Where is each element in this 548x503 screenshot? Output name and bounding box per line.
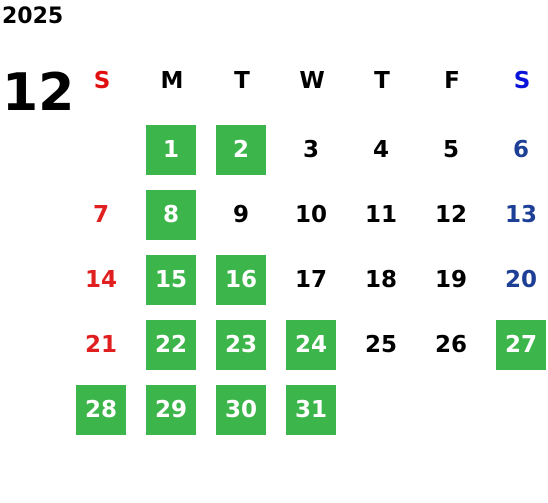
calendar-day[interactable]: 2 (216, 125, 266, 175)
calendar-day[interactable]: 18 (364, 267, 397, 293)
weekday-header: W (299, 68, 325, 94)
calendar-day[interactable]: 12 (434, 202, 467, 228)
weekday-header: S (513, 68, 531, 94)
weekday-header: T (234, 68, 250, 94)
calendar-day[interactable]: 6 (512, 137, 529, 163)
calendar-day[interactable]: 21 (84, 332, 117, 358)
calendar-day[interactable]: 10 (294, 202, 327, 228)
calendar-day[interactable]: 8 (146, 190, 196, 240)
calendar-year: 2025 (2, 4, 64, 29)
calendar-month: 12 (2, 63, 75, 123)
weekday-header: S (93, 68, 111, 94)
calendar-day[interactable]: 19 (434, 267, 467, 293)
calendar-day[interactable]: 11 (364, 202, 397, 228)
calendar-day[interactable]: 5 (442, 137, 459, 163)
calendar-day[interactable]: 17 (294, 267, 327, 293)
calendar-day[interactable]: 31 (286, 385, 336, 435)
calendar-day[interactable]: 1 (146, 125, 196, 175)
calendar-day[interactable]: 25 (364, 332, 397, 358)
calendar-day[interactable]: 26 (434, 332, 467, 358)
calendar-day[interactable]: 30 (216, 385, 266, 435)
calendar-day[interactable]: 29 (146, 385, 196, 435)
weekday-header: F (444, 68, 460, 94)
calendar-day[interactable]: 28 (76, 385, 126, 435)
calendar-day[interactable]: 16 (216, 255, 266, 305)
calendar-day[interactable]: 4 (372, 137, 389, 163)
weekday-header: T (374, 68, 390, 94)
calendar-day[interactable]: 24 (286, 320, 336, 370)
calendar-day[interactable]: 22 (146, 320, 196, 370)
weekday-header: M (160, 68, 184, 94)
calendar-day[interactable]: 27 (496, 320, 546, 370)
calendar-day[interactable]: 14 (84, 267, 117, 293)
calendar-day[interactable]: 3 (302, 137, 319, 163)
calendar-day[interactable]: 23 (216, 320, 266, 370)
calendar-day[interactable]: 15 (146, 255, 196, 305)
calendar-day[interactable]: 9 (232, 202, 249, 228)
calendar-day[interactable]: 13 (504, 202, 537, 228)
calendar-day[interactable]: 20 (504, 267, 537, 293)
calendar-day[interactable]: 7 (92, 202, 109, 228)
